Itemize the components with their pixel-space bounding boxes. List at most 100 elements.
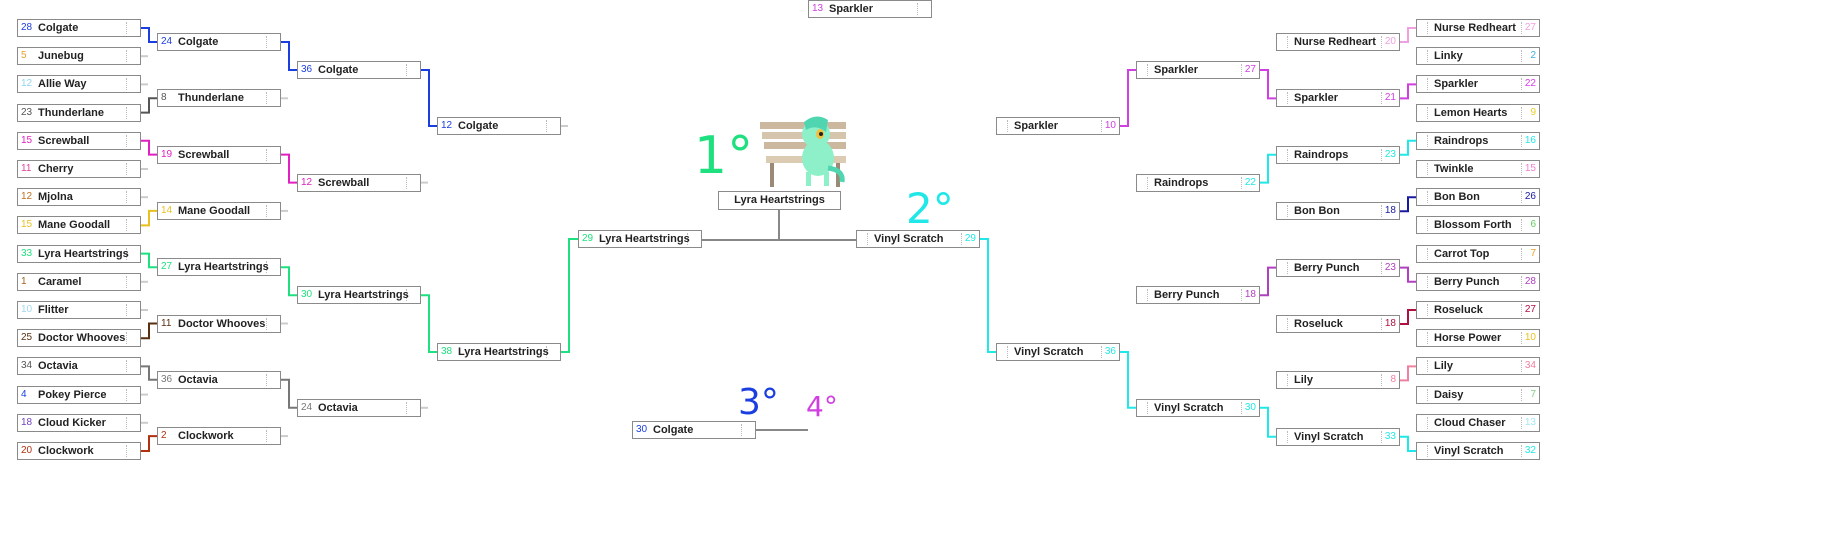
seed-score: 15 <box>21 134 33 146</box>
first-place-label: 1° <box>694 126 754 186</box>
connector-line <box>1260 153 1276 184</box>
box-divider <box>867 233 868 245</box>
entrant-name: Colgate <box>178 36 219 48</box>
entrant-name: Twinkle <box>1434 163 1474 175</box>
box-divider <box>1521 388 1522 401</box>
box-divider <box>1287 374 1288 387</box>
entrant-name: Sparkler <box>1154 64 1199 76</box>
box-divider <box>1381 205 1382 218</box>
box-divider <box>126 304 127 316</box>
entrant-name: Lyra Heartstrings <box>38 247 129 260</box>
box-divider <box>1521 275 1522 288</box>
entrant-name: Octavia <box>38 360 78 373</box>
entrant-name: Doctor Whooves <box>38 332 126 345</box>
seed-score: 10 <box>1104 120 1116 131</box>
seed-score: 26 <box>1524 191 1536 203</box>
seed-score: 4 <box>21 388 27 400</box>
box-divider <box>1287 148 1288 161</box>
seed-score: 11 <box>161 317 172 329</box>
entrant-name: Sparkler <box>1294 92 1339 105</box>
entrant-name: Vinyl Scratch <box>1014 346 1084 358</box>
connector-line <box>980 238 996 353</box>
entrant-name: Thunderlane <box>178 92 245 105</box>
box-divider <box>406 401 407 414</box>
entrant-name: Mjolna <box>38 191 73 204</box>
entrant-box-colgate: 24 Colgate <box>157 33 281 51</box>
entrant-name: Lyra Heartstrings <box>599 233 690 245</box>
seed-score: 29 <box>582 233 594 244</box>
entrant-name: Junebug <box>38 50 84 63</box>
box-divider <box>1381 318 1382 330</box>
box-divider <box>1381 261 1382 274</box>
third-place-label: 3° <box>738 382 779 423</box>
entrant-name: Cloud Chaser <box>1434 416 1506 429</box>
seed-score: 25 <box>21 332 33 344</box>
seed-score: 21 <box>1384 92 1396 104</box>
seed-score: 18 <box>1244 289 1256 301</box>
box-divider <box>1521 219 1522 232</box>
seed-score: 27 <box>1524 22 1536 33</box>
seed-score: 30 <box>636 424 648 435</box>
entrant-box-carrot-top: 7 Carrot Top <box>1416 244 1540 263</box>
entrant-name: Linky <box>1434 50 1463 63</box>
connector-line <box>1120 351 1136 409</box>
seed-score: 29 <box>964 233 976 244</box>
entrant-name: Berry Punch <box>1434 275 1500 288</box>
box-divider <box>406 176 407 189</box>
seed-score: 36 <box>161 373 173 385</box>
seed-score: 24 <box>161 36 173 47</box>
box-divider <box>126 163 127 175</box>
box-divider <box>1521 332 1522 345</box>
seed-score: 28 <box>1524 275 1536 287</box>
box-divider <box>126 360 127 373</box>
entrant-name: Berry Punch <box>1294 261 1360 274</box>
connector-line <box>1400 266 1416 283</box>
entrant-name: Carrot Top <box>1434 247 1490 260</box>
connector-line <box>281 41 297 71</box>
connector-line <box>141 97 157 114</box>
entrant-name: Colgate <box>458 120 499 132</box>
entrant-name: Colgate <box>653 424 694 436</box>
seed-score: 11 <box>21 163 32 174</box>
box-divider <box>1287 36 1288 48</box>
seed-score: 7 <box>1530 247 1536 259</box>
entrant-name: Sparkler <box>1014 120 1059 132</box>
entrant-name: Octavia <box>318 401 358 414</box>
box-divider <box>961 233 962 245</box>
entrant-name: Raindrops <box>1294 148 1349 161</box>
seed-score: 24 <box>301 401 313 413</box>
entrant-name: Caramel <box>38 275 82 288</box>
seed-score: 8 <box>161 92 167 104</box>
entrant-name: Daisy <box>1434 388 1464 401</box>
entrant-name: Thunderlane <box>38 106 105 119</box>
box-divider <box>126 388 127 401</box>
seed-score: 7 <box>1530 388 1536 400</box>
entrant-name: Doctor Whooves <box>178 317 266 330</box>
seed-score: 28 <box>21 22 33 33</box>
pony-on-bench-illustration <box>760 116 846 187</box>
box-divider <box>1381 430 1382 443</box>
box-divider <box>126 416 127 429</box>
box-divider <box>266 148 267 161</box>
seed-score: 27 <box>1524 304 1536 315</box>
seed-score: 9 <box>1530 106 1536 118</box>
